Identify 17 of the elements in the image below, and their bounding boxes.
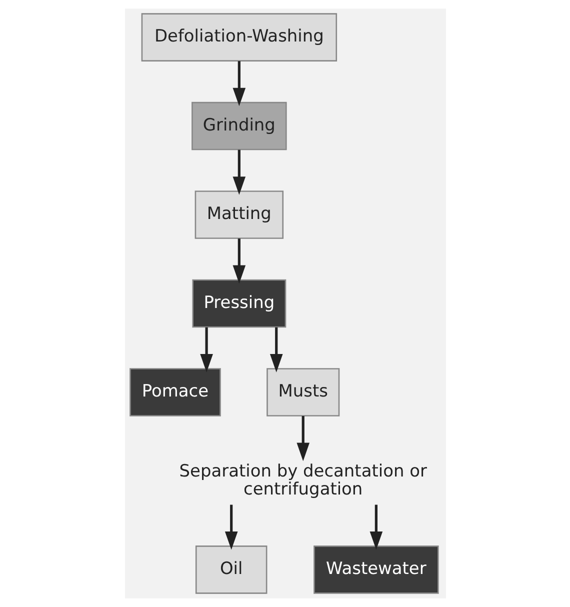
arrow [369,504,382,550]
node-box: Pressing [192,279,286,328]
node-box: Wastewater [313,546,438,594]
arrow [232,150,246,195]
node-box: Pomace [129,368,220,416]
arrow [296,416,310,462]
node-text: Separation by decantation or centrifugation [178,460,426,499]
arrow [200,327,212,372]
arrow [269,327,282,372]
node-box: Grinding [191,102,286,150]
node-box: Matting [194,190,284,239]
node-box: Musts [266,368,340,416]
arrow [232,61,246,106]
arrow [232,238,246,284]
arrow [224,504,238,550]
node-box: Defoliation-Washing [140,13,337,62]
node-box: Oil [194,546,267,594]
